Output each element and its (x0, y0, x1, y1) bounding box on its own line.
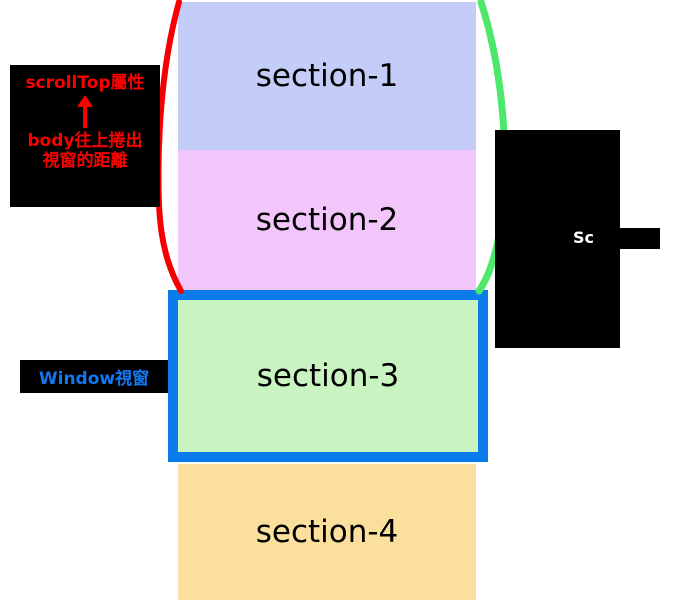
window-viewport-callout: Window視窗 (20, 360, 168, 393)
scrolltop-up-arrow-icon (10, 93, 160, 131)
scrolltop-callout: scrollTop屬性 body往上捲出 視窗的距離 (10, 65, 160, 207)
scrollheight-label: Sc (573, 228, 595, 247)
scrolltop-title: scrollTop屬性 (25, 73, 145, 93)
section-2-label: section-2 (255, 202, 399, 238)
section-block-4: section-4 (178, 464, 476, 600)
window-viewport-frame: section-3 (168, 290, 488, 462)
section-3-label: section-3 (256, 358, 400, 394)
section-block-1: section-1 (178, 2, 476, 150)
section-1-label: section-1 (255, 58, 399, 94)
scrolltop-desc-line-2: 視窗的距離 (42, 151, 128, 171)
section-block-2: section-2 (178, 150, 476, 290)
section-block-3: section-3 (178, 300, 478, 452)
scrolltop-desc-line-1: body往上捲出 (27, 131, 143, 151)
window-viewport-label: Window視窗 (38, 369, 150, 389)
section-4-label: section-4 (255, 514, 399, 550)
label-occluder-bar (598, 228, 660, 249)
